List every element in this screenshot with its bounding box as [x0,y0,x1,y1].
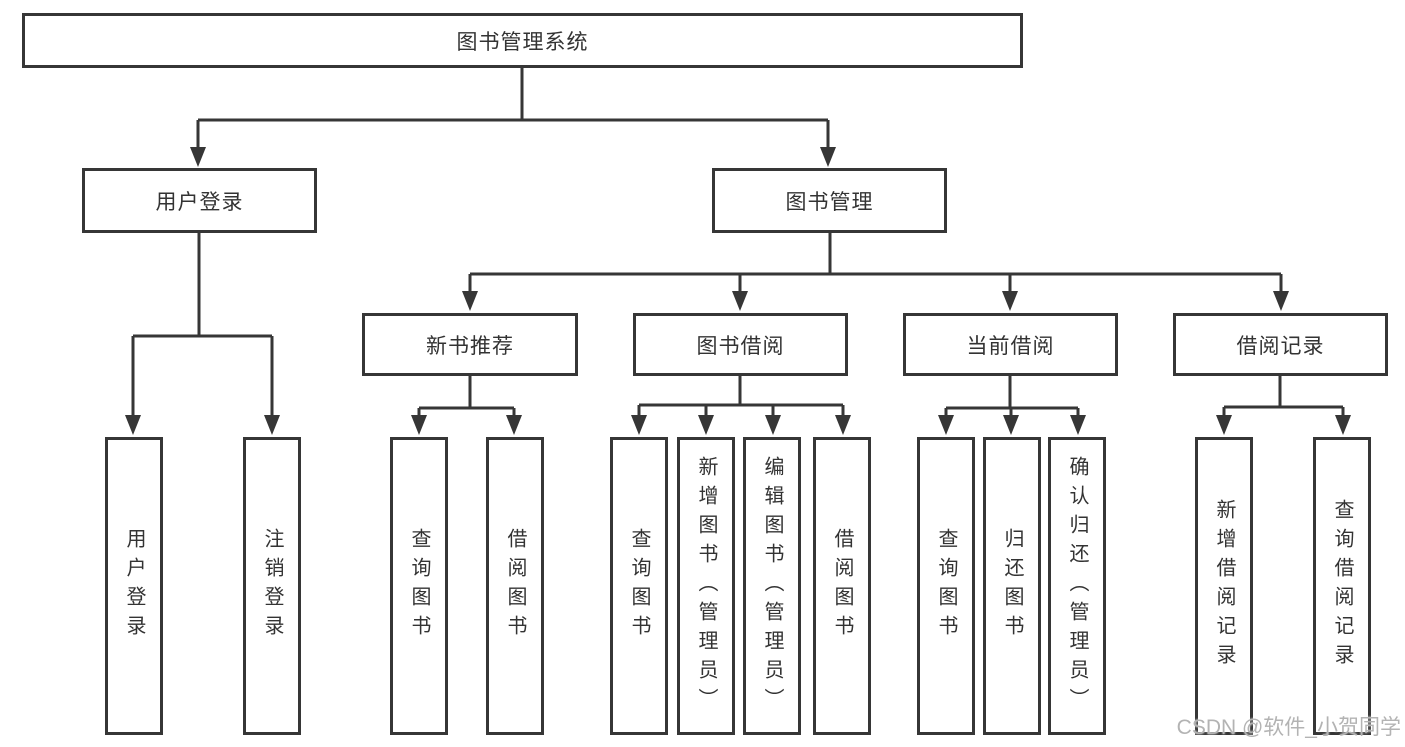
node-query-books-borrow: 查询图书 [610,437,668,735]
node-user-login: 用户登录 [82,168,317,233]
node-borrow-books-recommend: 借阅图书 [486,437,544,735]
node-borrow-books: 借阅图书 [813,437,871,735]
node-logout: 注销登录 [243,437,301,735]
node-query-books-current: 查询图书 [917,437,975,735]
node-add-books-admin: 新增图书（管理员） [677,437,735,735]
watermark-text: CSDN @软件_小贺同学 [1176,716,1401,739]
node-library-management-system: 图书管理系统 [22,13,1023,68]
node-new-book-recommendation: 新书推荐 [362,313,578,376]
node-query-borrow-record: 查询借阅记录 [1313,437,1371,735]
connector-paths [131,68,1345,418]
node-book-management: 图书管理 [712,168,947,233]
arrowheads [125,147,1351,435]
node-add-borrow-record: 新增借阅记录 [1195,437,1253,735]
node-confirm-return-admin: 确认归还（管理员） [1048,437,1106,735]
node-user-login-leaf: 用户登录 [105,437,163,735]
node-edit-books-admin: 编辑图书（管理员） [743,437,801,735]
node-query-books-recommend: 查询图书 [390,437,448,735]
node-return-books: 归还图书 [983,437,1041,735]
node-borrowing-records: 借阅记录 [1173,313,1388,376]
node-book-borrowing: 图书借阅 [633,313,848,376]
node-current-borrowing: 当前借阅 [903,313,1118,376]
